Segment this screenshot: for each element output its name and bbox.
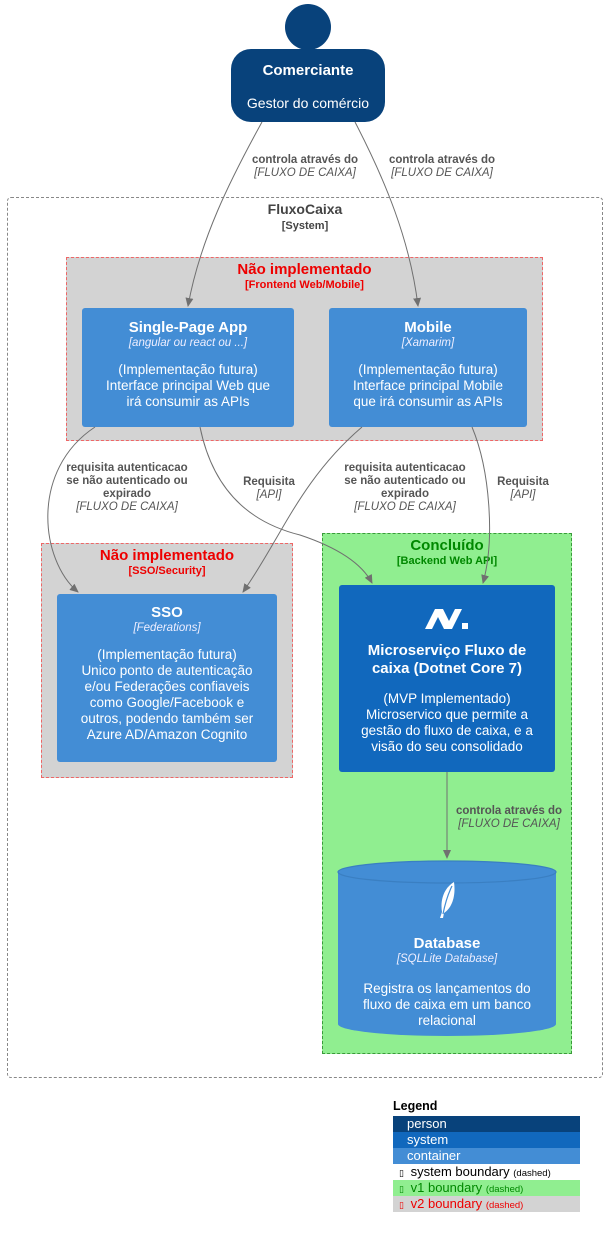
legend-system-boundary-dashed: (dashed) [513, 1168, 551, 1179]
rel-label-mobile-sso-text-1: requisita autenticacao [344, 462, 466, 474]
person-title: Comerciante [262, 62, 354, 79]
sso-desc-4: como Google/Facebook e [89, 695, 245, 710]
rel-label-person-spa: controla através do [FLUXO DE CAIXA] [240, 154, 370, 180]
legend-person: person [393, 1116, 580, 1132]
system-boundary-subtitle: [System] [281, 220, 329, 232]
backend-boundary-subtitle: [Backend Web API] [396, 555, 498, 567]
dotnet-icon [425, 609, 468, 629]
rel-label-api-db-text: controla através do [455, 805, 563, 817]
legend-system-boundary-label: system boundary [410, 1164, 510, 1179]
rel-label-mobile-api: Requisita [API] [486, 476, 560, 502]
database-desc-2: fluxo de caixa em um banco [362, 997, 532, 1012]
legend-system-label: system [407, 1132, 449, 1147]
rel-label-mobile-sso-text-3: expirado [381, 488, 429, 500]
spa-tech: [angular ou react ou ...] [128, 337, 248, 349]
legend: Legend person ▯system ▯container ▯ syste… [393, 1099, 580, 1212]
rel-label-mobile-sso-tech: [FLUXO DE CAIXA] [354, 501, 456, 513]
legend-container-label: container [407, 1148, 461, 1163]
microservice-desc-3: gestão do fluxo de caixa, e a [361, 723, 533, 738]
legend-v2-boundary-label: v2 boundary [410, 1196, 483, 1211]
rel-label-spa-sso: requisita autenticacao se não autenticad… [52, 462, 202, 514]
legend-container-bullet-icon: ▯ [399, 1152, 404, 1162]
container-single-page-app[interactable]: Single-Page App [angular ou react ou ...… [82, 308, 294, 427]
rel-label-person-mobile-tech: [FLUXO DE CAIXA] [391, 167, 493, 179]
microservice-title-2: caixa (Dotnet Core 7) [371, 660, 523, 677]
legend-container: ▯container [393, 1148, 580, 1164]
database-title: Database [413, 935, 481, 952]
rel-label-spa-api-text: Requisita [243, 476, 295, 488]
sso-boundary-title: Não implementado [99, 547, 235, 564]
sso-desc-2: Unico ponto de autenticação [81, 663, 253, 678]
rel-label-person-mobile-text: controla através do [388, 154, 496, 166]
legend-v1-boundary-label: v1 boundary [410, 1180, 483, 1195]
legend-person-label: person [407, 1116, 447, 1131]
rel-label-person-mobile: controla através do [FLUXO DE CAIXA] [377, 154, 507, 180]
legend-system-boundary: ▯ system boundary (dashed) [393, 1164, 580, 1180]
person-head-icon [285, 4, 331, 50]
legend-v1-boundary-dashed: (dashed) [485, 1184, 524, 1195]
frontend-boundary-subtitle: [Frontend Web/Mobile] [245, 279, 364, 291]
spa-desc-3: irá consumir as APIs [126, 394, 250, 409]
rel-label-mobile-sso: requisita autenticacao se não autenticad… [330, 462, 480, 514]
database-tech: [SQLLite Database] [396, 953, 498, 965]
sso-tech: [Federations] [133, 622, 201, 634]
rel-label-mobile-api-text: Requisita [497, 476, 549, 488]
mobile-desc-3: que irá consumir as APIs [353, 394, 503, 409]
feather-icon [440, 882, 455, 918]
mobile-tech: [Xamarim] [401, 337, 455, 349]
sso-desc-6: Azure AD/Amazon Cognito [86, 727, 248, 742]
legend-v1-boundary-bullet-icon: ▯ [399, 1184, 404, 1194]
backend-boundary-title: Concluído [410, 537, 484, 554]
sso-desc-3: e/ou Federações confiaveis [84, 679, 250, 694]
container-microservice[interactable]: Microserviço Fluxo de caixa (Dotnet Core… [339, 585, 555, 772]
legend-title: Legend [393, 1099, 438, 1113]
rel-label-person-spa-text: controla através do [251, 154, 359, 166]
legend-system: ▯system [393, 1132, 580, 1148]
system-boundary-title: FluxoCaixa [267, 201, 343, 217]
rel-label-mobile-api-tech: [API] [510, 489, 536, 501]
container-mobile[interactable]: Mobile [Xamarim] (Implementação futura) … [329, 308, 527, 427]
rel-label-spa-sso-text-1: requisita autenticacao [66, 462, 188, 474]
database-desc-1: Registra os lançamentos do [363, 981, 531, 996]
mobile-title: Mobile [404, 319, 452, 336]
rel-label-person-spa-tech: [FLUXO DE CAIXA] [254, 167, 356, 179]
database-desc-3: relacional [418, 1013, 476, 1028]
database-cylinder-icon [337, 860, 557, 1036]
sso-title: SSO [151, 604, 183, 621]
microservice-title-1: Microserviço Fluxo de [367, 642, 527, 659]
legend-system-boundary-bullet-icon: ▯ [399, 1168, 404, 1178]
mobile-desc-2: Interface principal Mobile [352, 378, 504, 393]
microservice-desc-4: visão do seu consolidado [371, 739, 523, 754]
person-description: Gestor do comércio [246, 95, 370, 111]
spa-title: Single-Page App [128, 319, 248, 336]
sso-boundary-subtitle: [SSO/Security] [128, 565, 206, 577]
rel-label-mobile-sso-text-2: se não autenticado ou [344, 475, 466, 487]
legend-v1-boundary: ▯ v1 boundary (dashed) [393, 1180, 580, 1196]
rel-label-api-db-tech: [FLUXO DE CAIXA] [458, 818, 560, 830]
mobile-desc-1: (Implementação futura) [358, 362, 498, 377]
microservice-desc-2: Microservico que permite a [365, 707, 529, 722]
rel-label-api-db: controla através do [FLUXO DE CAIXA] [446, 805, 572, 831]
rel-label-spa-sso-text-3: expirado [103, 488, 151, 500]
spa-desc-1: (Implementação futura) [118, 362, 258, 377]
legend-system-bullet-icon: ▯ [399, 1136, 404, 1146]
spa-desc-2: Interface principal Web que [105, 378, 271, 393]
rel-label-spa-api-tech: [API] [256, 489, 282, 501]
sso-desc-1: (Implementação futura) [97, 647, 237, 662]
rel-label-spa-api: Requisita [API] [232, 476, 306, 502]
sso-desc-5: outros, podendo também ser [80, 711, 254, 726]
legend-v2-boundary-dashed: (dashed) [485, 1200, 524, 1211]
rel-label-spa-sso-text-2: se não autenticado ou [66, 475, 188, 487]
rel-label-spa-sso-tech: [FLUXO DE CAIXA] [76, 501, 178, 513]
container-sso[interactable]: SSO [Federations] (Implementação futura)… [57, 594, 277, 762]
legend-v2-boundary-bullet-icon: ▯ [399, 1200, 404, 1210]
legend-v2-boundary: ▯ v2 boundary (dashed) [393, 1196, 580, 1212]
system-boundary: FluxoCaixa [System] [7, 197, 603, 1078]
container-database[interactable]: Database [SQLLite Database] Registra os … [337, 880, 557, 1029]
microservice-desc-1: (MVP Implementado) [383, 691, 511, 706]
person-comerciante[interactable]: Comerciante Gestor do comércio [231, 49, 385, 122]
frontend-boundary-title: Não implementado [237, 261, 372, 278]
